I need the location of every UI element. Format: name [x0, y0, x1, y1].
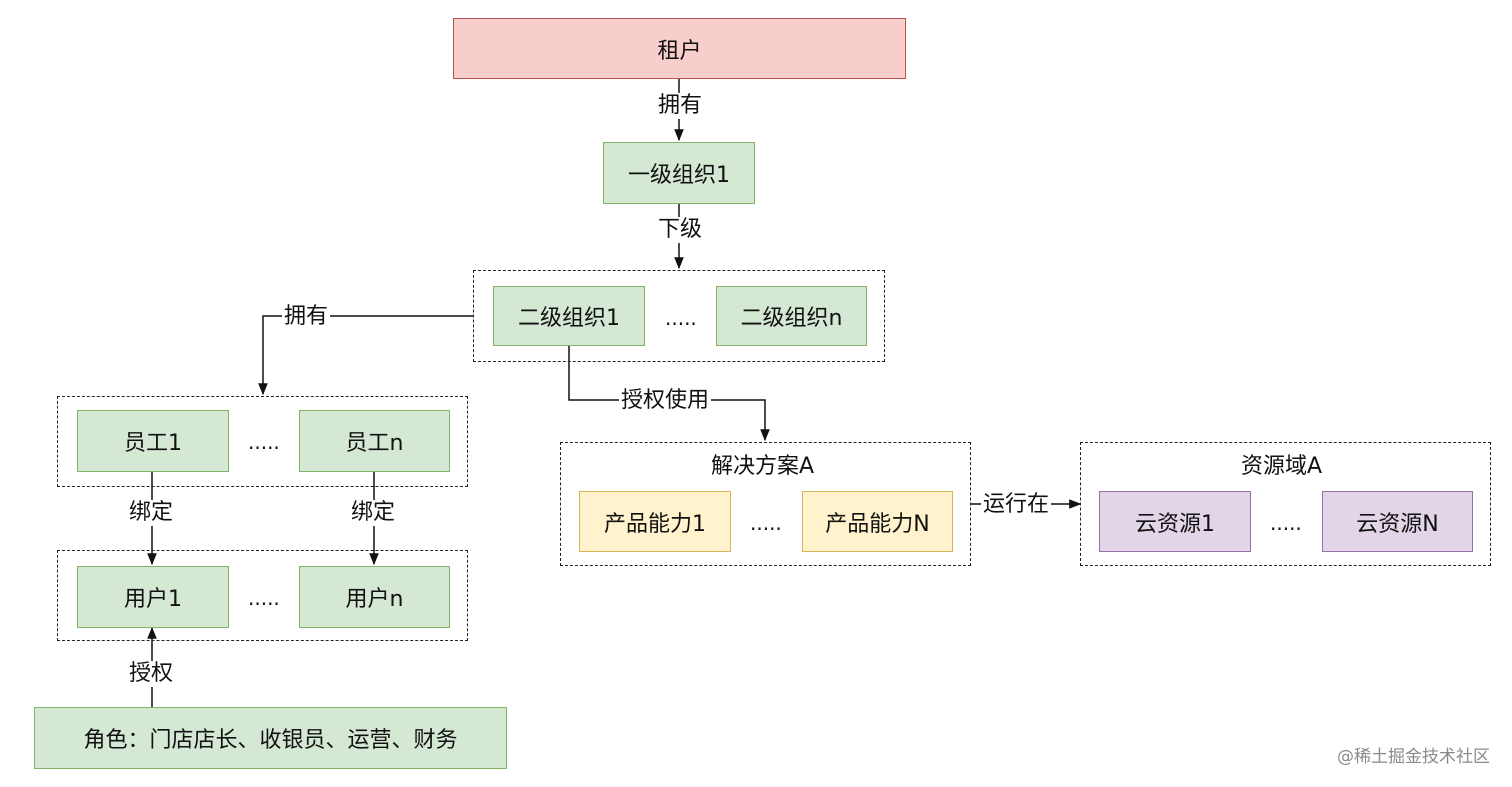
watermark-text: @稀土掘金技术社区 — [1337, 747, 1490, 767]
edge-label-subordinate: 下级 — [656, 217, 705, 243]
user-first-node[interactable]: 用户1 — [77, 566, 229, 628]
edge-label-bind-last: 绑定 — [349, 500, 398, 526]
user-last-node[interactable]: 用户n — [299, 566, 450, 628]
capability-last-node[interactable]: 产品能力N — [802, 491, 953, 552]
employee-ellipsis: ..... — [248, 430, 280, 454]
employee-last-node[interactable]: 员工n — [299, 410, 450, 472]
org-level2-last-node[interactable]: 二级组织n — [716, 286, 867, 346]
edge-label-authorized-use: 授权使用 — [619, 388, 712, 414]
solution-title: 解决方案A — [711, 454, 815, 479]
solution-group: 解决方案A — [560, 442, 971, 566]
cloud-resource-first-node[interactable]: 云资源1 — [1099, 491, 1251, 552]
user-ellipsis: ..... — [248, 586, 280, 610]
second-level-org-group — [473, 270, 885, 362]
employee-first-node[interactable]: 员工1 — [77, 410, 229, 472]
edge-label-authorize: 授权 — [127, 661, 176, 687]
resource-domain-title: 资源域A — [1241, 454, 1323, 479]
edge-org2-to-employees — [258, 315, 473, 396]
cloud-resource-ellipsis: ..... — [1270, 511, 1302, 535]
resource-domain-group: 资源域A — [1080, 442, 1491, 566]
org-level2-ellipsis: ..... — [665, 306, 697, 330]
edge-label-org-owns: 拥有 — [282, 304, 331, 330]
cloud-resource-last-node[interactable]: 云资源N — [1322, 491, 1473, 552]
tenant-node[interactable]: 租户 — [453, 18, 906, 79]
org-level2-first-node[interactable]: 二级组织1 — [493, 286, 645, 346]
employee-group — [57, 396, 468, 487]
edge-label-runs-on: 运行在 — [981, 492, 1052, 518]
edge-label-tenant-owns: 拥有 — [656, 93, 705, 119]
capability-ellipsis: ..... — [750, 511, 782, 535]
edge-label-bind-first: 绑定 — [127, 500, 176, 526]
capability-first-node[interactable]: 产品能力1 — [579, 491, 731, 552]
org-level1-node[interactable]: 一级组织1 — [603, 142, 755, 204]
role-node[interactable]: 角色：门店店长、收银员、运营、财务 — [34, 707, 507, 769]
user-group — [57, 550, 468, 641]
